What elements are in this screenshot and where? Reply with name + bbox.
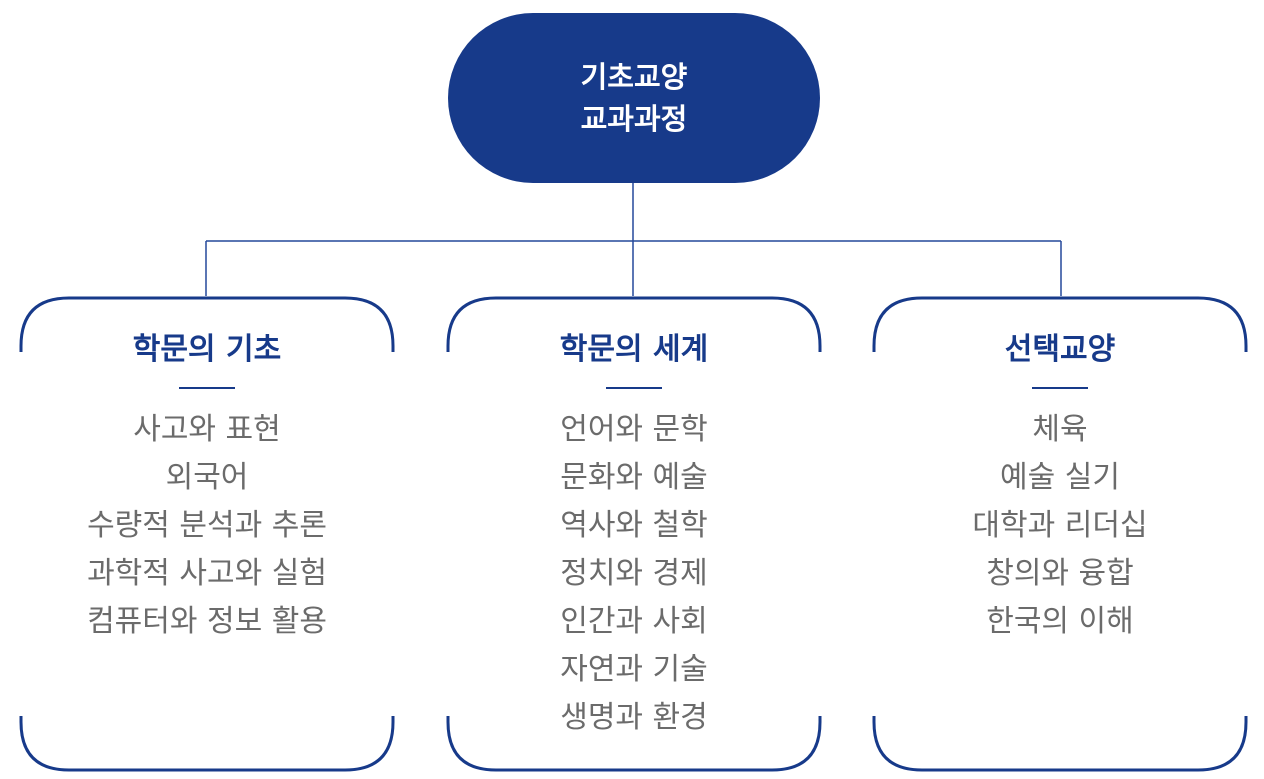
list-item: 수량적 분석과 추론 [87, 508, 327, 543]
list-item: 대학과 리더십 [972, 508, 1148, 543]
branch-foundations: 학문의 기초 사고와 표현 외국어 수량적 분석과 추론 과학적 사고와 실험 … [19, 296, 395, 772]
branch-frame [446, 296, 822, 772]
list-item: 체육 [1032, 412, 1088, 447]
branch-divider [606, 387, 662, 389]
list-item: 언어와 문학 [560, 412, 708, 447]
list-item: 역사와 철학 [560, 508, 708, 543]
branch-frame [19, 296, 395, 772]
list-item: 컴퓨터와 정보 활용 [87, 604, 327, 639]
branch-item-list: 체육 예술 실기 대학과 리더십 창의와 융합 한국의 이해 [872, 406, 1248, 646]
list-item: 생명과 환경 [560, 700, 708, 735]
list-item: 한국의 이해 [986, 604, 1134, 639]
branch-frame [872, 296, 1248, 772]
branch-divider [1032, 387, 1088, 389]
list-item: 사고와 표현 [133, 412, 281, 447]
list-item: 문화와 예술 [560, 460, 708, 495]
branch-electives: 선택교양 체육 예술 실기 대학과 리더십 창의와 융합 한국의 이해 [872, 296, 1248, 772]
list-item: 외국어 [165, 460, 249, 495]
branch-disciplines: 학문의 세계 언어와 문학 문화와 예술 역사와 철학 정치와 경제 인간과 사… [446, 296, 822, 772]
list-item: 인간과 사회 [560, 604, 708, 639]
branch-item-list: 언어와 문학 문화와 예술 역사와 철학 정치와 경제 인간과 사회 자연과 기… [446, 406, 822, 742]
list-item: 자연과 기술 [560, 652, 708, 687]
root-node-line-2: 교과과정 [580, 102, 688, 136]
branch-item-list: 사고와 표현 외국어 수량적 분석과 추론 과학적 사고와 실험 컴퓨터와 정보… [19, 406, 395, 646]
list-item: 창의와 융합 [986, 556, 1134, 591]
branch-title: 학문의 기초 [132, 332, 282, 367]
list-item: 예술 실기 [1000, 460, 1120, 495]
list-item: 정치와 경제 [560, 556, 708, 591]
branch-divider [179, 387, 235, 389]
branch-title: 학문의 세계 [559, 332, 709, 367]
root-node: 기초교양 교과과정 [448, 13, 820, 183]
root-node-line-1: 기초교양 [580, 60, 688, 94]
list-item: 과학적 사고와 실험 [87, 556, 327, 591]
branch-title: 선택교양 [1004, 332, 1116, 367]
